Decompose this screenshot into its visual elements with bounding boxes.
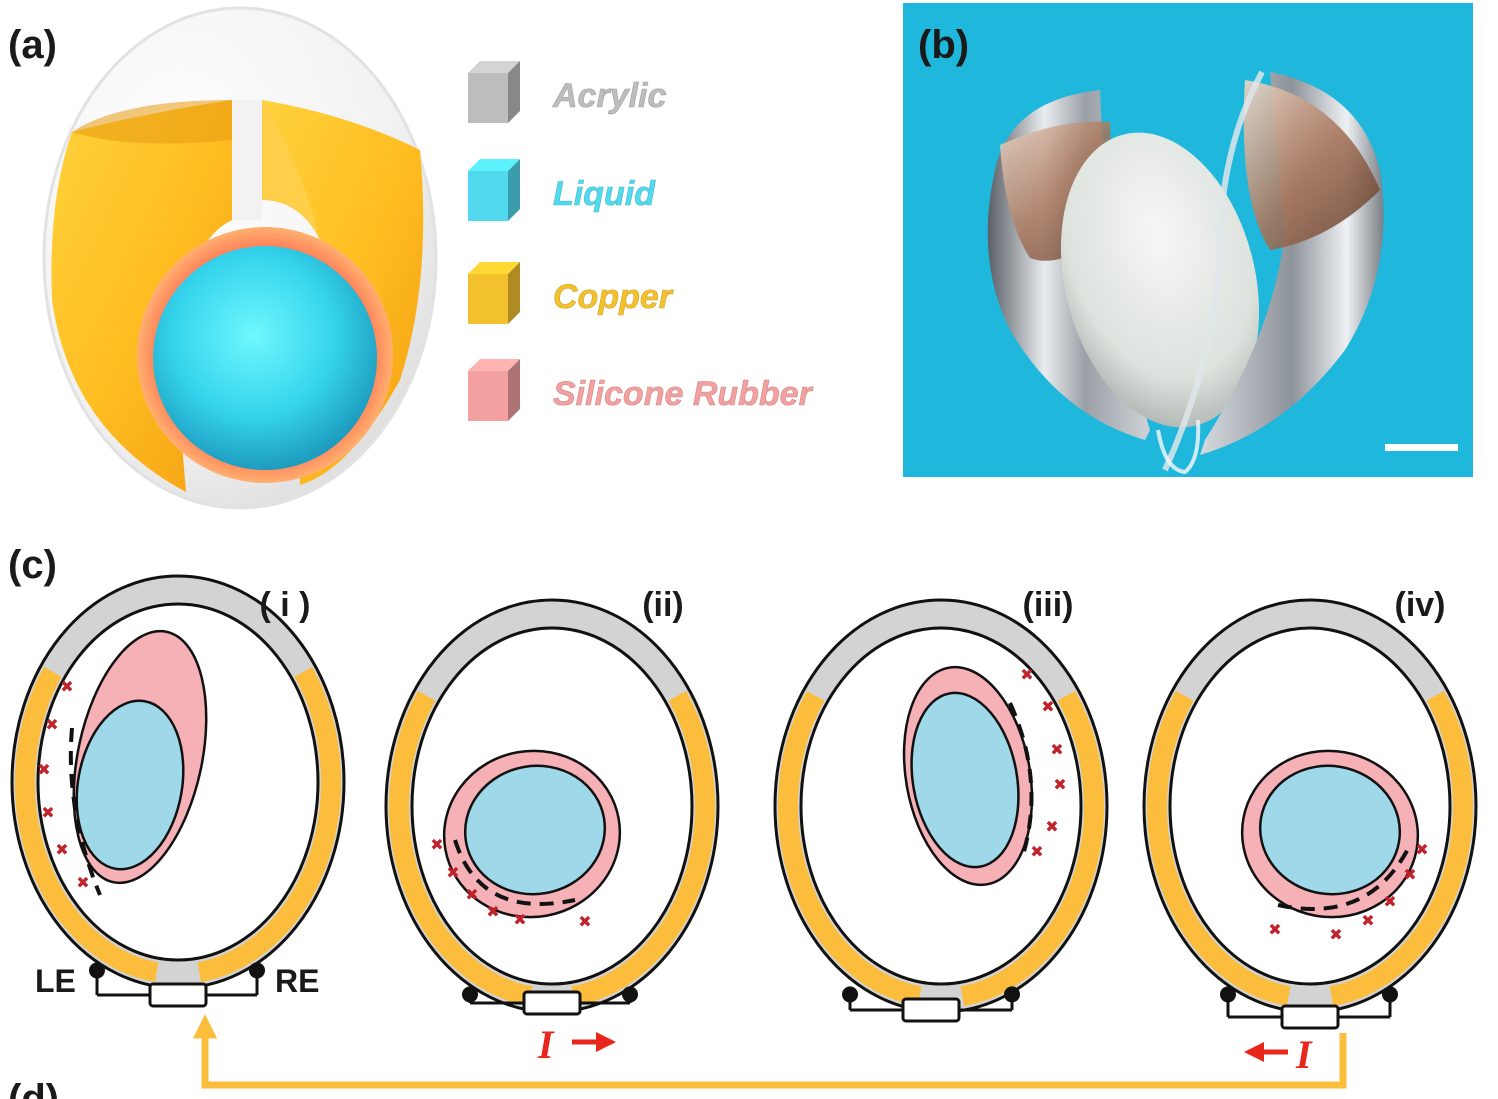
load-resistor (1280, 1004, 1340, 1030)
positive-charge-icon: ✖ (60, 677, 73, 696)
legend-item: Copper (468, 262, 674, 324)
copper-electrode-right (197, 667, 341, 982)
positive-charge-icon: ✖ (1361, 911, 1374, 930)
liquid-core (1258, 764, 1402, 896)
current-indicator-forward: I (537, 1022, 616, 1067)
stage-label: (iii) (1023, 586, 1074, 624)
panel-label-a: (a) (8, 23, 57, 67)
electrode-terminal (89, 962, 105, 979)
positive-charge-icon: ✖ (1041, 697, 1054, 716)
legend-label: Copper (553, 278, 674, 316)
positive-charge-icon: ✖ (1050, 740, 1063, 759)
positive-charge-icon: ✖ (1045, 817, 1058, 836)
positive-charge-icon: ✖ (37, 760, 50, 779)
legend-label: Silicone Rubber (553, 375, 814, 413)
copper-electrode-left (1147, 691, 1291, 1006)
current-indicator-reverse: I (1244, 1032, 1313, 1077)
legend-label: Liquid (553, 175, 656, 213)
liquid-core (75, 699, 185, 871)
positive-charge-icon: ✖ (55, 840, 68, 859)
current-symbol-reverse: I (1295, 1032, 1313, 1077)
load-resistor (901, 997, 961, 1023)
panel-label-b: (b) (918, 23, 969, 67)
electrode-terminal (622, 986, 638, 1003)
positive-charge-icon: ✖ (1268, 920, 1281, 939)
liquid-core (463, 764, 607, 896)
stage-4: ✖ ✖ ✖ ✖ ✖ ✖ (iv) (1142, 586, 1478, 1030)
stage-label: ( i ) (260, 586, 311, 624)
negative-charges (1008, 702, 1034, 856)
electrode-terminal (249, 962, 265, 979)
copper-electrode-left (389, 691, 533, 1006)
copper-electrode-right (571, 691, 715, 1006)
electrode-label-left: LE (35, 963, 76, 999)
positive-charge-icon: ✖ (430, 835, 443, 854)
legend-cube-icon (468, 262, 520, 274)
positive-charge-icon: ✖ (1403, 865, 1416, 884)
copper-electrode-left (15, 667, 159, 982)
panel-label-c: (c) (8, 543, 57, 587)
negative-charges (453, 839, 576, 906)
legend-label: Acrylic (552, 77, 666, 115)
legend-item: Liquid (468, 159, 656, 221)
panel-label-d: (d) (8, 1077, 59, 1099)
positive-charge-icon: ✖ (486, 902, 499, 921)
stage-label: (ii) (642, 586, 684, 624)
legend-item: Acrylic (468, 61, 667, 123)
copper-electrode-right (960, 691, 1104, 1006)
positive-charge-icon: ✖ (1415, 840, 1428, 859)
positive-charge-icon: ✖ (1020, 665, 1033, 684)
scale-bar (1385, 444, 1458, 451)
positive-charge-icon: ✖ (465, 885, 478, 904)
negative-charges (1277, 844, 1412, 911)
positive-charge-icon: ✖ (1053, 775, 1066, 794)
copper-electrode-left (778, 691, 922, 1006)
stage-label: (iv) (1395, 586, 1446, 624)
panel-b-photo (903, 3, 1473, 477)
positive-charge-icon: ✖ (1383, 892, 1396, 911)
positive-charge-icon: ✖ (45, 715, 58, 734)
liquid-core (910, 691, 1020, 869)
electrode-terminal (462, 986, 478, 1003)
electrode-terminal (842, 986, 858, 1003)
copper-electrode-right (1329, 691, 1473, 1006)
current-symbol-forward: I (537, 1022, 555, 1067)
load-resistor (522, 990, 582, 1016)
positive-charge-icon: ✖ (41, 803, 54, 822)
positive-charge-icon: ✖ (1329, 925, 1342, 944)
stage-2: ✖✖✖✖✖✖(ii) (384, 586, 720, 1016)
legend-cube-icon (468, 359, 520, 371)
stage-diagrams: ✖✖✖✖✖✖( i )✖✖✖✖✖✖(ii)✖✖✖✖✖✖(iii)✖✖✖✖✖✖(i… (10, 574, 1478, 1030)
positive-charge-icon: ✖ (1030, 842, 1043, 861)
cycle-return-arrow (192, 1014, 1347, 1089)
legend-item: Silicone Rubber (468, 359, 814, 421)
electrode-terminal (1382, 986, 1398, 1003)
positive-charge-icon: ✖ (513, 910, 526, 929)
stage-3: ✖✖✖✖✖✖(iii) (773, 586, 1109, 1023)
negative-charges (68, 727, 102, 896)
stage-1: ✖✖✖✖✖✖( i ) (10, 574, 346, 1008)
positive-charge-icon: ✖ (76, 873, 89, 892)
positive-charge-icon: ✖ (578, 912, 591, 931)
legend-cube-icon (468, 61, 520, 73)
electrode-terminal (1220, 986, 1236, 1003)
legend-cube-icon (468, 159, 520, 171)
electrode-label-right: RE (275, 963, 319, 999)
panel-a-3d-cutaway (42, 6, 438, 510)
positive-charge-icon: ✖ (446, 863, 459, 882)
load-resistor (148, 982, 208, 1008)
electrode-terminal (1004, 986, 1020, 1003)
